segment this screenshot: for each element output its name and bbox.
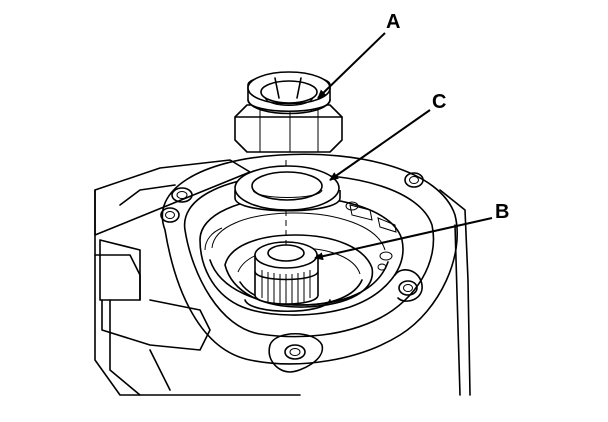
callout-c-label: C [432, 91, 446, 113]
callout-b-leader [314, 217, 493, 261]
callout-c-leader [329, 109, 431, 181]
housing-right-edge [439, 189, 471, 396]
callout-a-leader [317, 32, 386, 99]
lock-nut [234, 71, 343, 153]
housing-body [94, 159, 301, 396]
callout-b-label: B [495, 201, 509, 223]
shaft-spline [244, 241, 331, 312]
callout-a-label: A [386, 11, 400, 33]
washer [234, 165, 341, 212]
